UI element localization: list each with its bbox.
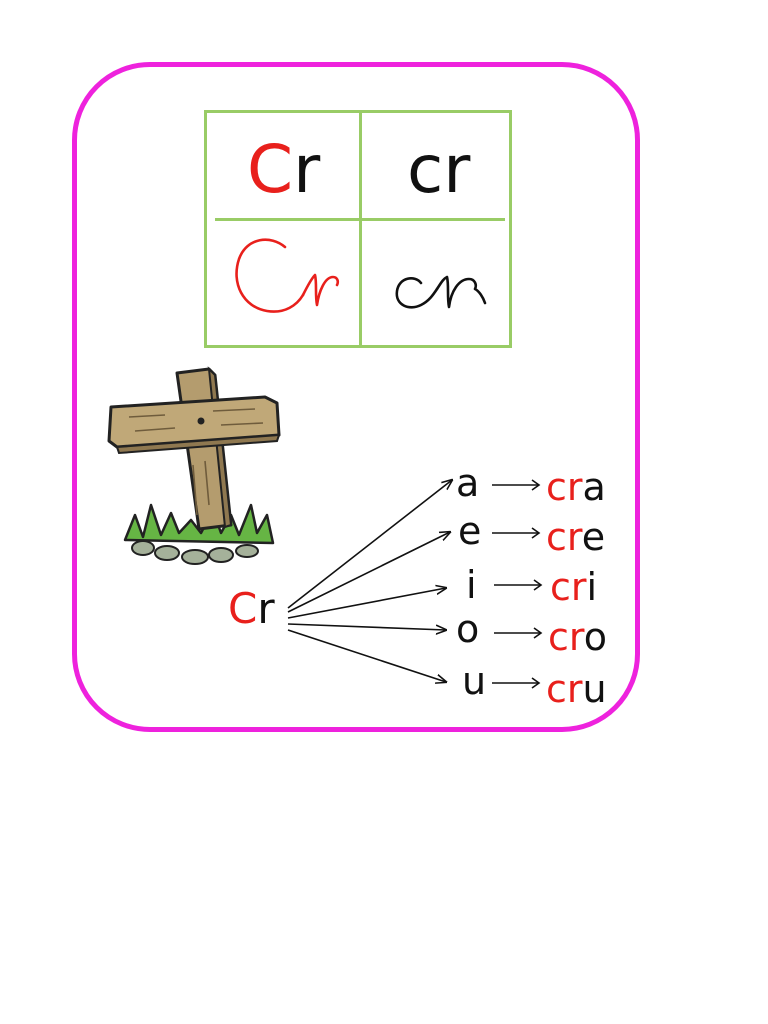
arrow-right-icon	[492, 479, 541, 491]
syllable-cri: cri	[550, 568, 597, 606]
print-uppercase-cr: Cr	[247, 137, 320, 203]
vowel-u: u	[462, 659, 487, 703]
grid-horizontal-divider	[215, 218, 505, 221]
arrow-right-icon	[494, 579, 543, 591]
syllable-prefix: cr	[550, 565, 587, 609]
print-uppercase-initial: C	[247, 131, 294, 208]
letter-grid: Cr cr	[204, 110, 512, 348]
cursive-uppercase-cr	[235, 238, 340, 313]
arrow-right-icon	[494, 627, 543, 639]
syllable-prefix: cr	[548, 615, 584, 659]
root-rest: r	[257, 584, 275, 633]
syllable-prefix: cr	[546, 667, 583, 711]
syllable-vowel: u	[582, 667, 607, 711]
grid-vertical-divider	[359, 113, 362, 345]
syllable-cru: cru	[546, 670, 607, 708]
syllable-vowel: a	[582, 465, 606, 509]
root-initial: C	[228, 584, 258, 633]
syllable-prefix: cr	[546, 465, 583, 509]
arrow-right-icon	[492, 527, 541, 539]
letter-card-frame	[72, 62, 640, 732]
syllable-vowel: o	[583, 615, 607, 659]
wooden-cross-icon	[107, 366, 281, 565]
vowel-o: o	[456, 607, 480, 651]
root-consonant-cluster: Cr	[228, 588, 275, 630]
vowel-e: e	[458, 509, 482, 553]
syllable-cro: cro	[548, 618, 607, 656]
print-uppercase-rest: r	[293, 131, 321, 208]
arrow-right-icon	[492, 677, 541, 689]
cursive-lowercase-cr	[395, 275, 487, 309]
syllable-cre: cre	[546, 518, 605, 556]
vowel-a: a	[456, 461, 480, 505]
syllable-cra: cra	[546, 468, 606, 506]
syllable-prefix: cr	[546, 515, 582, 559]
syllable-vowel: e	[581, 515, 606, 559]
syllable-vowel: i	[586, 565, 598, 609]
print-lowercase-cr: cr	[407, 131, 471, 208]
vowel-i: i	[466, 563, 477, 607]
syllable-fan-arrows	[287, 460, 460, 700]
